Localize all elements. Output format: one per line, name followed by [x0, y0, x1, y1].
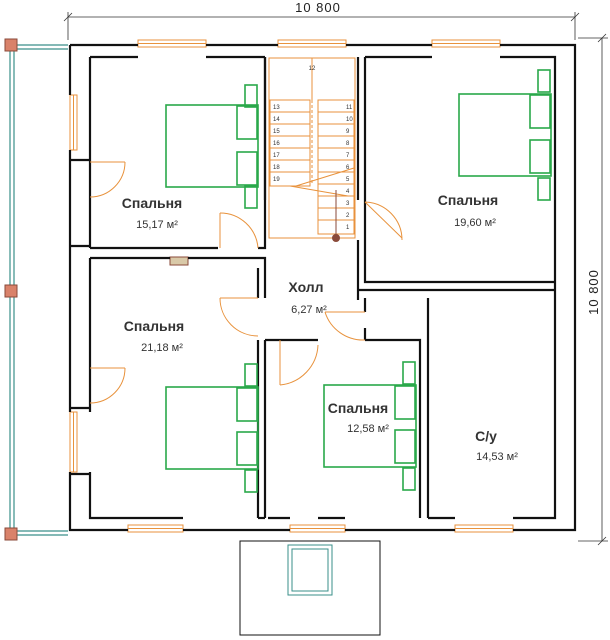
stair-step-number: 6 — [346, 165, 350, 171]
room-bedroom-3: Спальня 21,18 м² — [124, 318, 184, 354]
dimension-top — [63, 12, 580, 40]
dimension-right-label: 10 800 — [586, 269, 601, 315]
room-area-bedroom-4: 12,58 м² — [347, 423, 389, 435]
bed-bedroom-4 — [323, 361, 417, 491]
windows — [69, 39, 514, 533]
room-bedroom-4: Спальня 12,58 м² — [328, 400, 389, 435]
stair-step-number: 13 — [273, 105, 280, 111]
stairs-steps-left: 13 14 15 16 17 18 19 — [273, 105, 280, 183]
stair-step-number: 10 — [346, 117, 353, 123]
stair-step-number: 4 — [346, 189, 350, 195]
wall-niche — [169, 256, 189, 266]
bed-bedroom-1 — [165, 84, 259, 209]
stair-step-number: 9 — [346, 129, 350, 135]
balcony-columns — [4, 38, 18, 541]
stair-step-number: 3 — [346, 201, 350, 207]
entrance-porch — [239, 540, 381, 636]
room-area-bedroom-3: 21,18 м² — [141, 342, 183, 354]
room-name-bedroom-1: Спальня — [122, 195, 182, 211]
walls — [68, 43, 577, 532]
bed-bedroom-2 — [458, 69, 552, 201]
doors — [89, 161, 403, 404]
stair-step-number: 8 — [346, 141, 350, 147]
room-area-hall: 6,27 м² — [291, 304, 327, 316]
room-bedroom-1: Спальня 15,17 м² — [122, 195, 182, 231]
room-area-bathroom: 14,53 м² — [476, 451, 518, 463]
stair-step-number: 18 — [273, 165, 280, 171]
stair-step-number: 16 — [273, 141, 280, 147]
stair-step-number: 14 — [273, 117, 280, 123]
room-name-hall: Холл — [288, 279, 323, 295]
stair-step-number: 7 — [346, 153, 350, 159]
room-name-bathroom: С/у — [475, 428, 497, 444]
room-name-bedroom-4: Спальня — [328, 400, 388, 416]
room-hall: Холл 6,27 м² — [288, 279, 327, 316]
stairs-top-label: 12 — [309, 66, 316, 72]
room-name-bedroom-3: Спальня — [124, 318, 184, 334]
stair-step-number: 15 — [273, 129, 280, 135]
stair-step-number: 17 — [273, 153, 280, 159]
balcony — [9, 44, 68, 536]
room-area-bedroom-2: 19,60 м² — [454, 217, 496, 229]
stairs-steps-right: 11 10 9 8 7 6 5 4 3 2 1 — [346, 105, 353, 231]
stair-step-number: 19 — [273, 177, 280, 183]
stair-step-number: 1 — [346, 225, 350, 231]
room-bathroom: С/у 14,53 м² — [475, 428, 518, 463]
stairs-start-marker — [332, 234, 340, 242]
beds — [165, 69, 552, 493]
bed-bedroom-3 — [165, 363, 259, 493]
stairs — [268, 57, 356, 239]
stair-step-number: 11 — [346, 105, 353, 111]
room-bedroom-2: Спальня 19,60 м² — [438, 192, 498, 229]
stair-step-number: 5 — [346, 177, 350, 183]
room-name-bedroom-2: Спальня — [438, 192, 498, 208]
stair-step-number: 2 — [346, 213, 350, 219]
dimension-top-label: 10 800 — [295, 0, 341, 15]
room-area-bedroom-1: 15,17 м² — [136, 219, 178, 231]
dimension-right — [578, 33, 608, 546]
